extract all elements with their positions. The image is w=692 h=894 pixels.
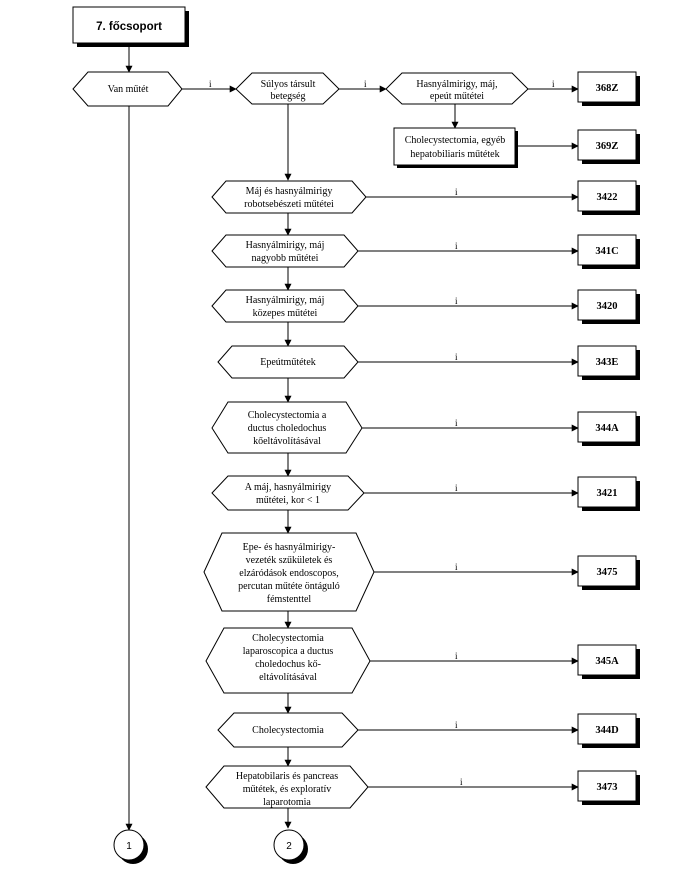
- decision-stent-line: fémstenttel: [267, 594, 312, 605]
- edges: [125, 43, 579, 831]
- decision-stent-line: Epe- és hasnyálmirigy-: [243, 542, 336, 553]
- decision-maj-robot: Máj és hasnyálmirigy robotsebészeti műté…: [211, 180, 367, 214]
- connector-1: 1: [113, 829, 148, 864]
- process-box-line: Cholecystectomia, egyéb: [405, 135, 506, 146]
- code-box-3420: 3420: [577, 289, 640, 324]
- decision-hasnyal-epe-line: epeút műtétei: [430, 91, 484, 102]
- edge-label: i: [364, 79, 367, 89]
- code-label: 3421: [597, 488, 618, 499]
- code-label: 3473: [597, 782, 618, 793]
- code-box-345A: 345A: [577, 644, 640, 679]
- decision-sulyos: Súlyos társult betegség: [235, 72, 340, 105]
- edge-label: i: [455, 418, 458, 428]
- decision-lapchole: Cholecystectomia laparoscopica a ductus …: [205, 627, 371, 694]
- code-label: 344A: [595, 423, 619, 434]
- decision-chole-ductus-line: ductus choledochus: [248, 423, 327, 434]
- code-box-3421: 3421: [577, 476, 640, 511]
- decision-kor-line: A máj, hasnyálmirigy: [245, 482, 331, 493]
- decision-van-mutet: Van műtét: [72, 71, 183, 107]
- decision-kozepes: Hasnyálmirigy, máj közepes műtétei: [211, 289, 359, 323]
- decision-explor-line: Hepatobilaris és pancreas: [236, 771, 338, 782]
- decision-nagyobb-line: nagyobb műtétei: [252, 253, 319, 264]
- decision-kozepes-line: Hasnyálmirigy, máj: [246, 295, 325, 306]
- edge-label: i: [552, 79, 555, 89]
- connector-2: 2: [273, 829, 308, 864]
- decision-sulyos-line: Súlyos társult: [261, 79, 316, 90]
- decision-stent-line: percutan műtéte öntáguló: [238, 581, 340, 592]
- title-label: 7. főcsoport: [96, 21, 162, 33]
- code-label: 341C: [595, 246, 618, 257]
- decision-maj-robot-line: Máj és hasnyálmirigy: [246, 186, 333, 197]
- decision-lapchole-line: choledochus kő-: [255, 659, 321, 670]
- edge-label: i: [455, 241, 458, 251]
- decision-van-mutet-label: Van műtét: [108, 84, 149, 95]
- code-box-344A: 344A: [577, 411, 640, 446]
- decision-hasnyal-epe: Hasnyálmirigy, máj, epeút műtétei: [385, 72, 529, 105]
- code-label: 369Z: [596, 141, 619, 152]
- decision-chole-ductus: Cholecystectomia a ductus choledochus kő…: [211, 401, 363, 454]
- decision-lapchole-line: laparoscopica a ductus: [243, 646, 334, 657]
- title-box: 7. főcsoport: [72, 6, 189, 47]
- code-label: 345A: [595, 656, 619, 667]
- process-box-cholecystectomia-egyeb: Cholecystectomia, egyéb hepatobiliaris m…: [393, 127, 518, 168]
- edge-label: i: [455, 352, 458, 362]
- code-box-344D: 344D: [577, 713, 640, 748]
- decision-chole-ductus-line: kőeltávolításával: [253, 436, 321, 447]
- decision-chole-line: Cholecystectomia: [252, 725, 324, 736]
- decision-nagyobb: Hasnyálmirigy, máj nagyobb műtétei: [211, 234, 359, 268]
- decision-stent-line: vezeték szűkületek és: [246, 555, 333, 566]
- edge-label: i: [209, 79, 212, 89]
- code-box-3475: 3475: [577, 555, 640, 590]
- decision-kor: A máj, hasnyálmirigy műtétei, kor < 1: [211, 475, 365, 511]
- edge-labels: i i i i i i i i i i i i i: [209, 79, 555, 787]
- decision-lapchole-line: Cholecystectomia: [252, 633, 324, 644]
- decision-nagyobb-line: Hasnyálmirigy, máj: [246, 240, 325, 251]
- decision-epeut-line: Epeútműtétek: [260, 357, 316, 368]
- edge-label: i: [455, 483, 458, 493]
- decision-epeut: Epeútműtétek: [217, 345, 359, 379]
- code-box-341C: 341C: [577, 234, 640, 269]
- code-label: 3420: [597, 301, 618, 312]
- process-box-line: hepatobiliaris műtétek: [410, 149, 499, 160]
- code-box-3473: 3473: [577, 770, 640, 805]
- code-label: 368Z: [596, 83, 619, 94]
- decision-chole-ductus-line: Cholecystectomia a: [248, 410, 327, 421]
- decision-maj-robot-line: robotsebészeti műtétei: [244, 199, 334, 210]
- decision-explor-line: műtétek, és exploratív: [243, 784, 332, 795]
- decision-explor-line: laparotomia: [263, 797, 311, 808]
- edge-label: i: [455, 562, 458, 572]
- edge-label: i: [455, 720, 458, 730]
- edge-label: i: [460, 777, 463, 787]
- decision-kor-line: műtétei, kor < 1: [256, 495, 320, 506]
- decision-chole: Cholecystectomia: [217, 712, 359, 748]
- code-label: 3422: [597, 192, 618, 203]
- edge-label: i: [455, 187, 458, 197]
- decision-stent-line: elzáródások endoscopos,: [239, 568, 338, 579]
- decision-sulyos-line: betegség: [271, 91, 306, 102]
- connector-label: 2: [286, 841, 292, 852]
- decision-hasnyal-epe-line: Hasnyálmirigy, máj,: [416, 79, 497, 90]
- code-label: 343E: [596, 357, 619, 368]
- code-box-343E: 343E: [577, 345, 640, 380]
- decision-explor: Hepatobilaris és pancreas műtétek, és ex…: [205, 765, 369, 809]
- edge-label: i: [455, 296, 458, 306]
- decision-stent: Epe- és hasnyálmirigy- vezeték szűkülete…: [203, 532, 375, 612]
- decision-lapchole-line: eltávolításával: [259, 672, 317, 683]
- code-box-368Z: 368Z: [577, 71, 640, 106]
- code-box-3422: 3422: [577, 180, 640, 215]
- decision-kozepes-line: közepes műtétei: [253, 308, 318, 319]
- code-box-369Z: 369Z: [577, 129, 640, 164]
- code-label: 344D: [595, 725, 619, 736]
- code-label: 3475: [597, 567, 618, 578]
- edge-label: i: [455, 651, 458, 661]
- connector-label: 1: [126, 841, 132, 852]
